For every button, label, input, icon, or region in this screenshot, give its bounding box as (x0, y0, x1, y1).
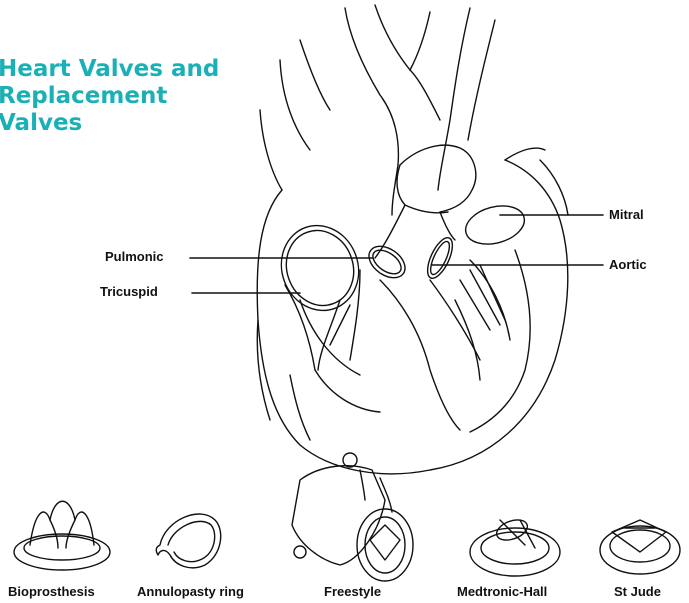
bioprosthesis-image (14, 501, 110, 570)
freestyle-caption: Freestyle (324, 584, 381, 599)
aortic-label: Aortic (609, 257, 647, 272)
pulmonic-label: Pulmonic (105, 249, 164, 264)
freestyle-valve-image (292, 453, 413, 581)
medtronic-hall-caption: Medtronic-Hall (457, 584, 547, 599)
leader-lines (190, 215, 603, 293)
st-jude-valve-image (600, 520, 680, 574)
st-jude-caption: St Jude (614, 584, 661, 599)
pulmonic-valve-shape (363, 240, 411, 284)
annuloplasty-caption: Annulopasty ring (137, 584, 244, 599)
mitral-valve-shape (461, 200, 528, 250)
chambers (285, 250, 530, 432)
great-vessels (260, 5, 495, 215)
tricuspid-label: Tricuspid (100, 284, 158, 299)
mitral-label: Mitral (609, 207, 644, 222)
medtronic-hall-valve-image (470, 516, 560, 576)
bioprosthesis-caption: Bioprosthesis (8, 584, 95, 599)
aorta (375, 145, 476, 258)
aortic-valve-shape (423, 234, 458, 281)
annuloplasty-ring-image (156, 514, 220, 568)
heart-outline (257, 148, 568, 512)
